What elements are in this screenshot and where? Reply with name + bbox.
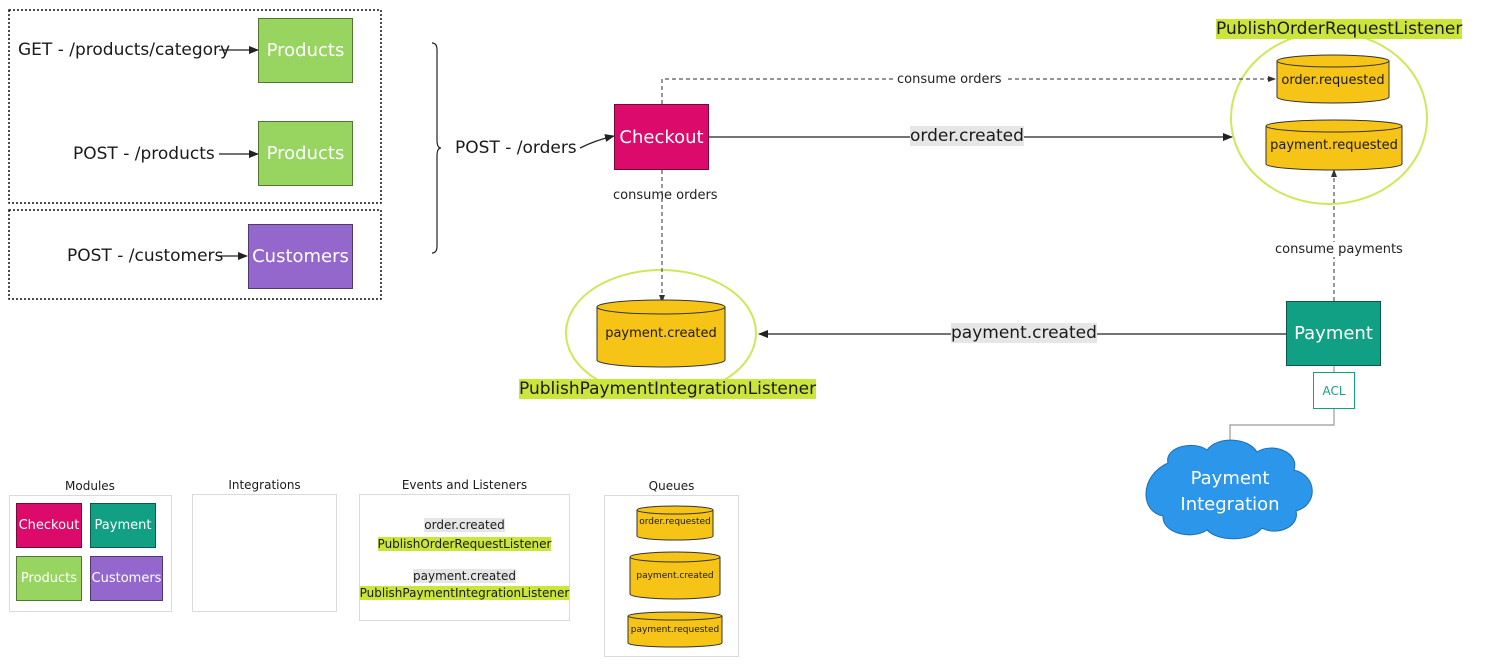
consume-payments-label: consume payments: [1275, 242, 1403, 257]
acl-box[interactable]: ACL: [1313, 372, 1355, 409]
payment-integration-listener-label: PublishPaymentIntegrationListener: [519, 379, 817, 399]
mercado-pago-label: Mercado Pago: [220, 537, 310, 573]
legend-queue-payment-requested-cylinder: [627, 611, 723, 648]
get-products-endpoint: GET - /products/category: [18, 40, 231, 60]
legend-listener1-row: PublishOrderRequestListener: [359, 533, 570, 552]
legend-event1: order.created: [424, 518, 505, 532]
legend-event2-row: payment.created: [359, 565, 570, 584]
products-group-border: [8, 9, 382, 204]
payment-created-event-label: payment.created: [951, 323, 1097, 343]
consume-orders-top-line: [661, 76, 1276, 104]
legend-integrations-title: Integrations: [228, 478, 301, 492]
payment-integration-line2: Integration: [1180, 494, 1280, 515]
customers-group-border: [8, 209, 382, 300]
legend-queues-box: [604, 495, 739, 657]
legend-modules-title: Modules: [65, 479, 115, 493]
legend-queue-payment-created: payment.created: [636, 571, 714, 581]
acl-integration-connector: [1229, 409, 1335, 446]
mercado-pago-line1: Mercado: [237, 538, 293, 553]
legend-event2: payment.created: [413, 569, 516, 583]
legend-queues-title: Queues: [648, 479, 695, 493]
consume-orders-left-label: consume orders: [613, 188, 718, 203]
queue-payment-requested-label: payment.requested: [1270, 138, 1398, 153]
legend-queue-payment-created-cylinder: [629, 551, 721, 600]
legend-customers: Customers: [90, 556, 163, 601]
customers-module[interactable]: Customers: [248, 224, 353, 289]
legend-listener2-row: PublishPaymentIntegrationListener: [359, 582, 570, 601]
legend-event1-row: order.created: [359, 514, 570, 533]
payment-integration-cloud: [1145, 439, 1313, 540]
products-module-get[interactable]: Products: [258, 18, 353, 83]
payment-module[interactable]: Payment: [1286, 301, 1381, 366]
order-created-event-label: order.created: [910, 126, 1024, 146]
legend-listener1: PublishOrderRequestListener: [377, 537, 552, 551]
payment-integration-line1: Payment: [1190, 468, 1270, 489]
legend-queue-payment-requested: payment.requested: [630, 625, 720, 635]
legend-checkout: Checkout: [16, 503, 82, 548]
post-products-endpoint: POST - /products: [73, 144, 215, 164]
legend-payment: Payment: [90, 503, 156, 548]
legend-queue-order-requested-cylinder: [636, 505, 714, 541]
legend-integrations-box: [192, 494, 337, 612]
products-module-post[interactable]: Products: [258, 121, 353, 186]
consume-orders-top-label: consume orders: [894, 72, 1005, 87]
legend-products: Products: [16, 556, 82, 601]
queue-payment-created-label: payment.created: [605, 326, 717, 341]
payment-integration-label: Payment Integration: [1160, 466, 1300, 518]
queue-order-requested-cylinder: [1276, 54, 1390, 104]
queue-payment-created-cylinder: [596, 299, 726, 368]
post-orders-arrow: [579, 134, 615, 149]
legend-queue-order-requested: order.requested: [639, 517, 711, 527]
queue-payment-requested-cylinder: [1265, 119, 1403, 171]
queue-order-requested-label: order.requested: [1281, 73, 1385, 88]
legend-events-title: Events and Listeners: [401, 478, 528, 492]
order-request-listener-label: PublishOrderRequestListener: [1216, 19, 1463, 39]
checkout-module[interactable]: Checkout: [614, 104, 709, 170]
endpoint-brace: [431, 42, 442, 254]
post-orders-endpoint: POST - /orders: [455, 138, 577, 158]
legend-listener2: PublishPaymentIntegrationListener: [359, 586, 570, 600]
post-customers-endpoint: POST - /customers: [67, 246, 224, 266]
mercado-pago-line2: Pago: [249, 556, 281, 571]
